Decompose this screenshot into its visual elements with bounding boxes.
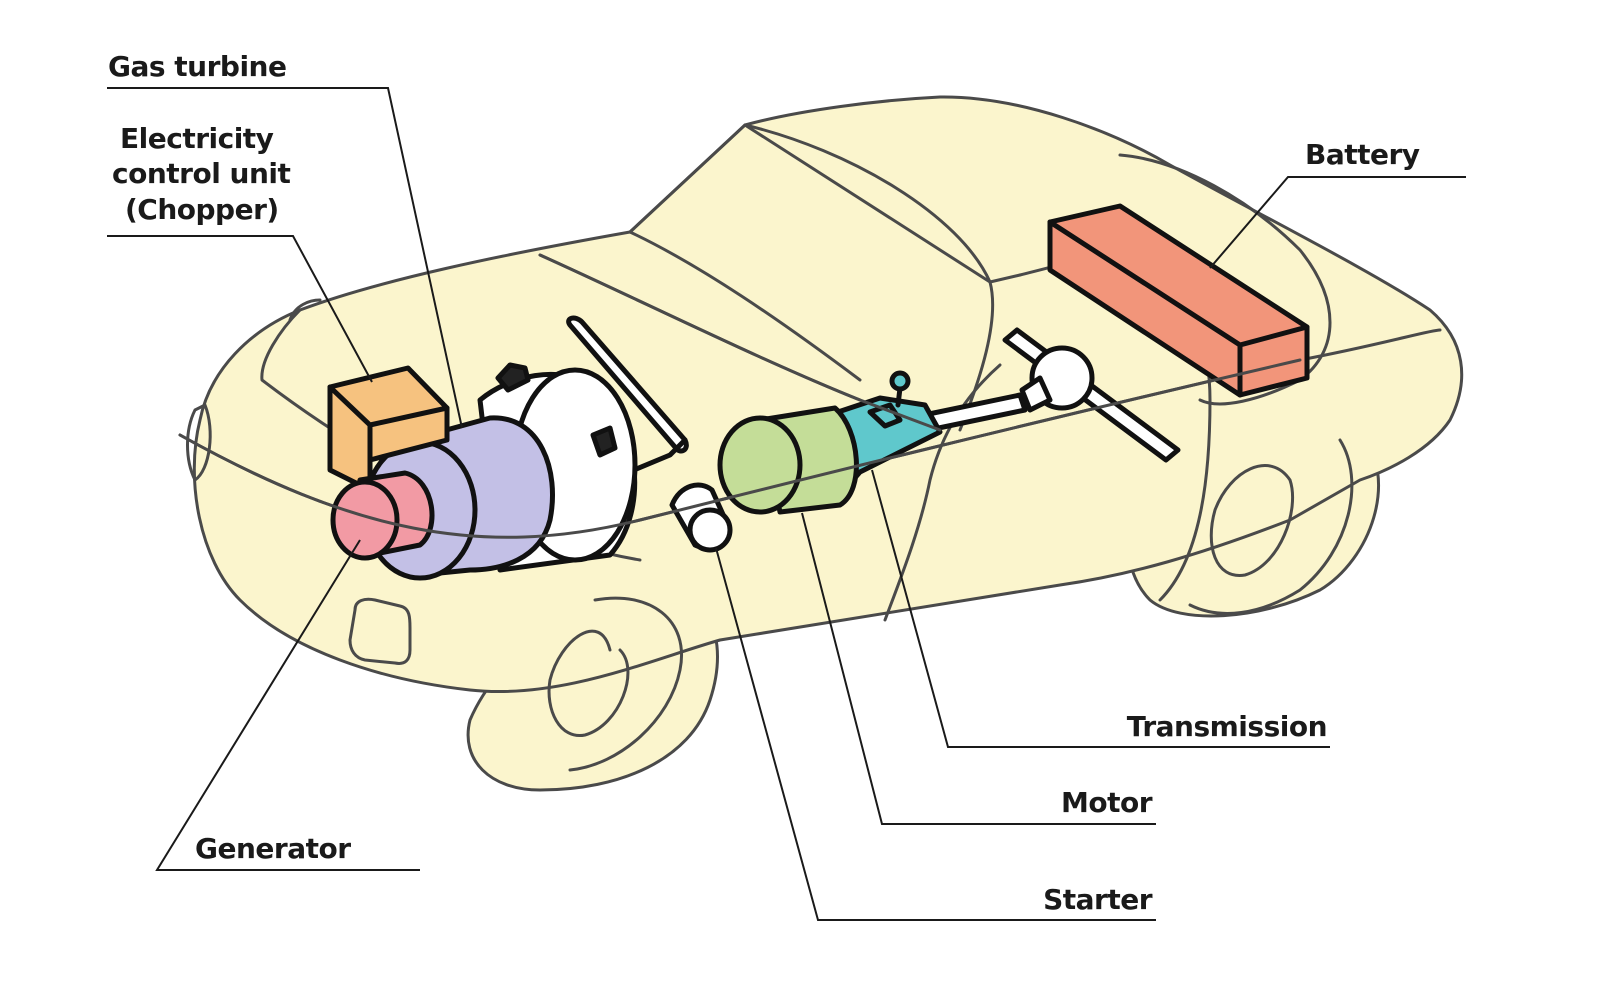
belt-line-overlay (178, 358, 1302, 539)
leader-motor (801, 512, 1156, 825)
leader-transmission (871, 469, 1330, 748)
leader-battery (1209, 176, 1466, 269)
front-vent (348, 597, 412, 665)
rear-roof-contour (1118, 153, 1332, 406)
battery-component (1047, 203, 1310, 398)
a-pillar (628, 230, 862, 382)
label-motor: Motor (1061, 786, 1153, 819)
leader-control-unit (107, 235, 373, 383)
rear-wheel-outer (1188, 438, 1354, 615)
headlight (186, 403, 212, 482)
label-starter: Starter (1043, 883, 1153, 916)
label-control-unit-line1: Electricity (120, 122, 274, 155)
label-transmission: Transmission (1127, 710, 1327, 743)
label-control-unit-line2: control unit (112, 157, 291, 190)
label-battery: Battery (1305, 138, 1420, 171)
front-wheel-inner (547, 629, 630, 737)
label-control-unit-line3: (Chopper) (125, 193, 279, 226)
label-generator: Generator (195, 832, 351, 865)
leader-gas-turbine (107, 87, 463, 429)
starter-component (669, 482, 733, 553)
drive-shaft (897, 327, 1181, 463)
roof-line (743, 123, 992, 284)
rear-door-line (883, 363, 1002, 622)
rear-wheel-inner (1209, 464, 1295, 577)
front-quarter (288, 298, 322, 322)
motor-component (717, 405, 859, 515)
label-gas-turbine: Gas turbine (108, 50, 286, 83)
a-pillar-overlay (538, 253, 942, 432)
leader-generator (155, 539, 420, 871)
front-wheel-outer (568, 596, 683, 772)
components (178, 203, 1310, 581)
generator-component (330, 470, 435, 561)
control-unit-component (327, 365, 450, 493)
windshield (628, 123, 1022, 284)
labels: Gas turbine Electricity control unit (Ch… (108, 50, 1420, 916)
leader-starter (715, 547, 1156, 921)
leader-lines (107, 87, 1466, 921)
